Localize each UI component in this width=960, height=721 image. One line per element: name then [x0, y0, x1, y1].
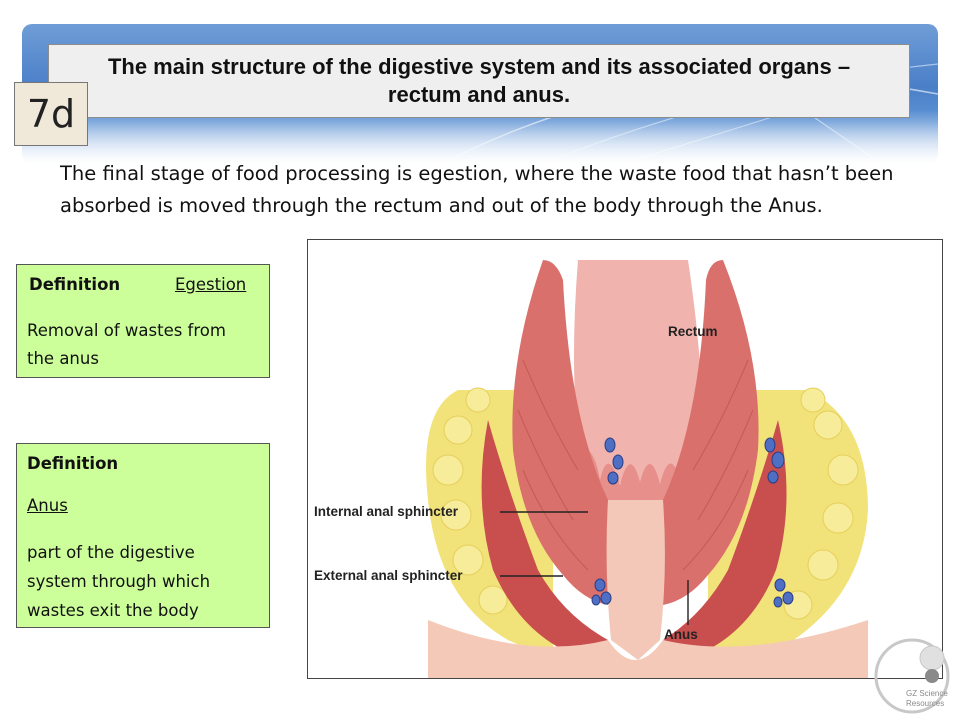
label-anus: Anus	[664, 627, 698, 642]
slide-title-box: The main structure of the digestive syst…	[48, 44, 910, 118]
intro-paragraph: The final stage of food processing is eg…	[60, 162, 894, 217]
label-rectum: Rectum	[668, 324, 718, 339]
logo-line2: Resources	[906, 699, 944, 708]
logo-mark: GZ Science Resources	[874, 638, 950, 714]
label-internal-anal-sphincter: Internal anal sphincter	[314, 504, 459, 519]
logo-line1: GZ Science	[906, 689, 948, 698]
label-external-anal-sphincter: External anal sphincter	[314, 568, 463, 583]
definition-heading: Definition	[27, 454, 119, 473]
gz-science-logo: GZ Science Resources	[866, 636, 956, 716]
rectum-anus-diagram: Rectum Internal anal sphincter External …	[307, 239, 943, 679]
definition-term: Egestion	[175, 275, 247, 294]
banner-fade	[22, 110, 938, 170]
section-code-badge: 7d	[14, 82, 88, 146]
definition-text: part of the digestive system through whi…	[27, 543, 211, 620]
slide-title: The main structure of the digestive syst…	[107, 54, 851, 107]
anatomy-illustration: Rectum Internal anal sphincter External …	[314, 260, 868, 678]
definition-card-egestion: Definition Egestion Removal of wastes fr…	[16, 264, 270, 378]
definition-text: Removal of wastes from the anus	[27, 321, 226, 368]
definition-heading: Definition	[29, 275, 121, 294]
definition-card-anus: Definition Anus part of the digestive sy…	[16, 443, 270, 628]
definition-term: Anus	[27, 496, 68, 515]
